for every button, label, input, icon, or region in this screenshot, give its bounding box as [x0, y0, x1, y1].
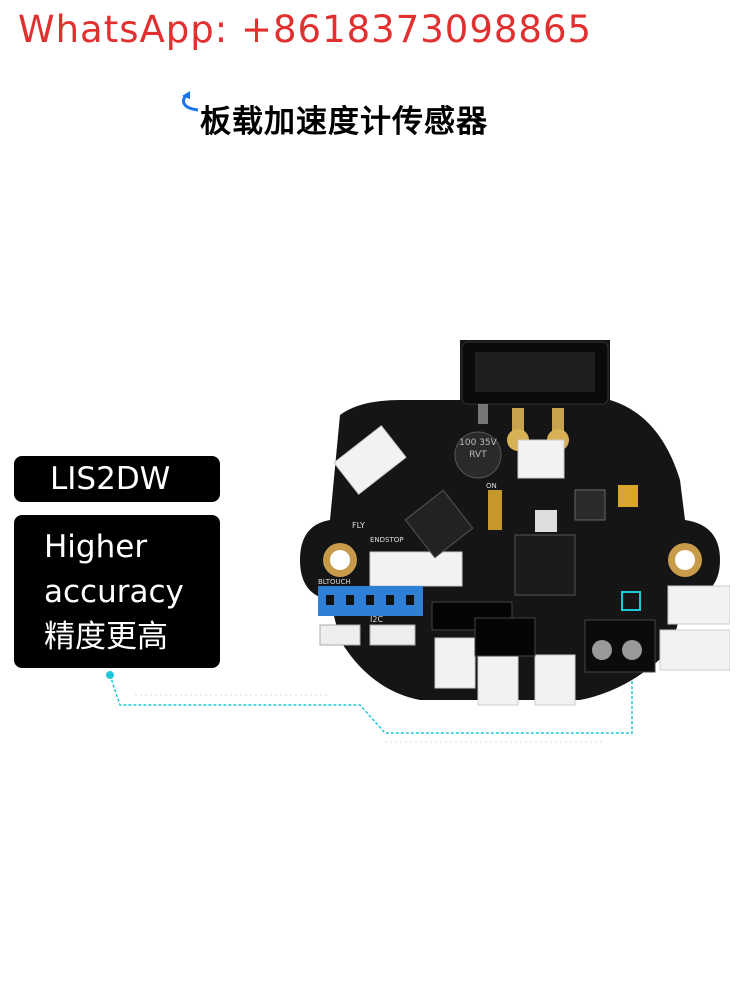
- svg-text:RVT: RVT: [469, 450, 487, 460]
- accuracy-line-2: accuracy: [44, 574, 184, 610]
- whatsapp-contact: WhatsApp: +8618373098865: [18, 8, 593, 51]
- silk-fly: FLY: [352, 521, 365, 530]
- curved-arrow-icon: [181, 91, 199, 112]
- accuracy-line-3: 精度更高: [44, 619, 168, 655]
- chip-label: LIS2DW: [14, 456, 220, 502]
- accuracy-label: Higher accuracy 精度更高: [14, 515, 220, 668]
- callout-dot: [106, 671, 114, 679]
- silk-on: ON: [486, 482, 497, 490]
- page-title: 板载加速度计传感器: [200, 104, 488, 140]
- accuracy-line-1: Higher: [44, 529, 148, 565]
- capacitor-label: 100 35V: [459, 438, 497, 448]
- silk-i2c: I2C: [370, 615, 383, 624]
- pcb-board: 100 35V RVT FLY ENDSTOP BLTOUCH I2C ON: [300, 340, 730, 706]
- accelerometer-highlight: [621, 591, 641, 611]
- silk-bltouch: BLTOUCH: [318, 578, 351, 586]
- title-area: 板载加速度计传感器: [176, 90, 556, 140]
- silk-endstop: ENDSTOP: [370, 536, 404, 544]
